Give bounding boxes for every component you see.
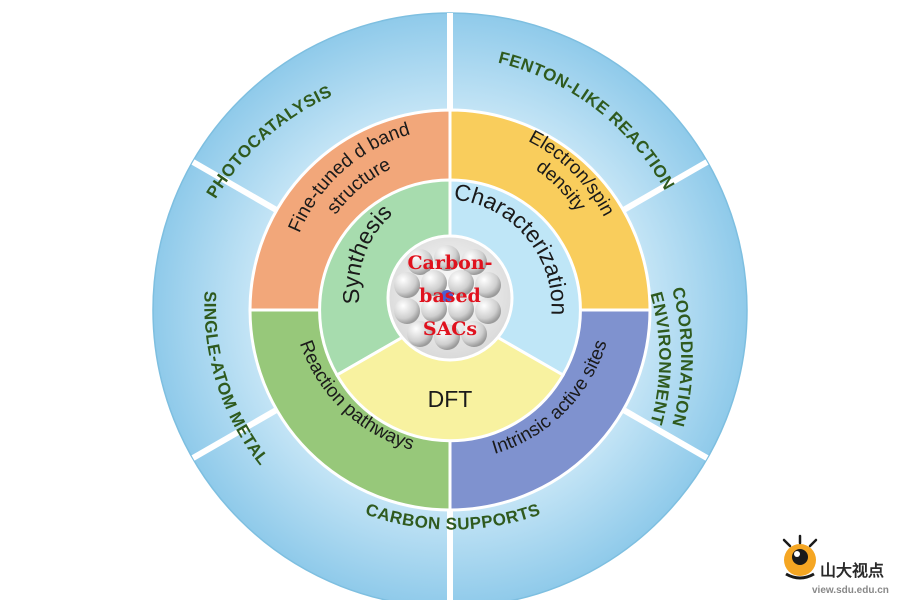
center-line-1: Carbon- [407,252,492,274]
logo-icon [782,534,818,580]
center-line-3: SACs [423,318,477,340]
center-line-2: based [419,285,481,307]
watermark: 山大视点 view.sdu.edu.cn [782,534,889,596]
dft-segment [334,308,566,443]
dft-label: DFT [428,386,473,412]
logo-url-text: view.sdu.edu.cn [812,585,889,596]
logo-chinese-text: 山大视点 [820,561,884,580]
atom-cluster-icon [394,245,501,350]
